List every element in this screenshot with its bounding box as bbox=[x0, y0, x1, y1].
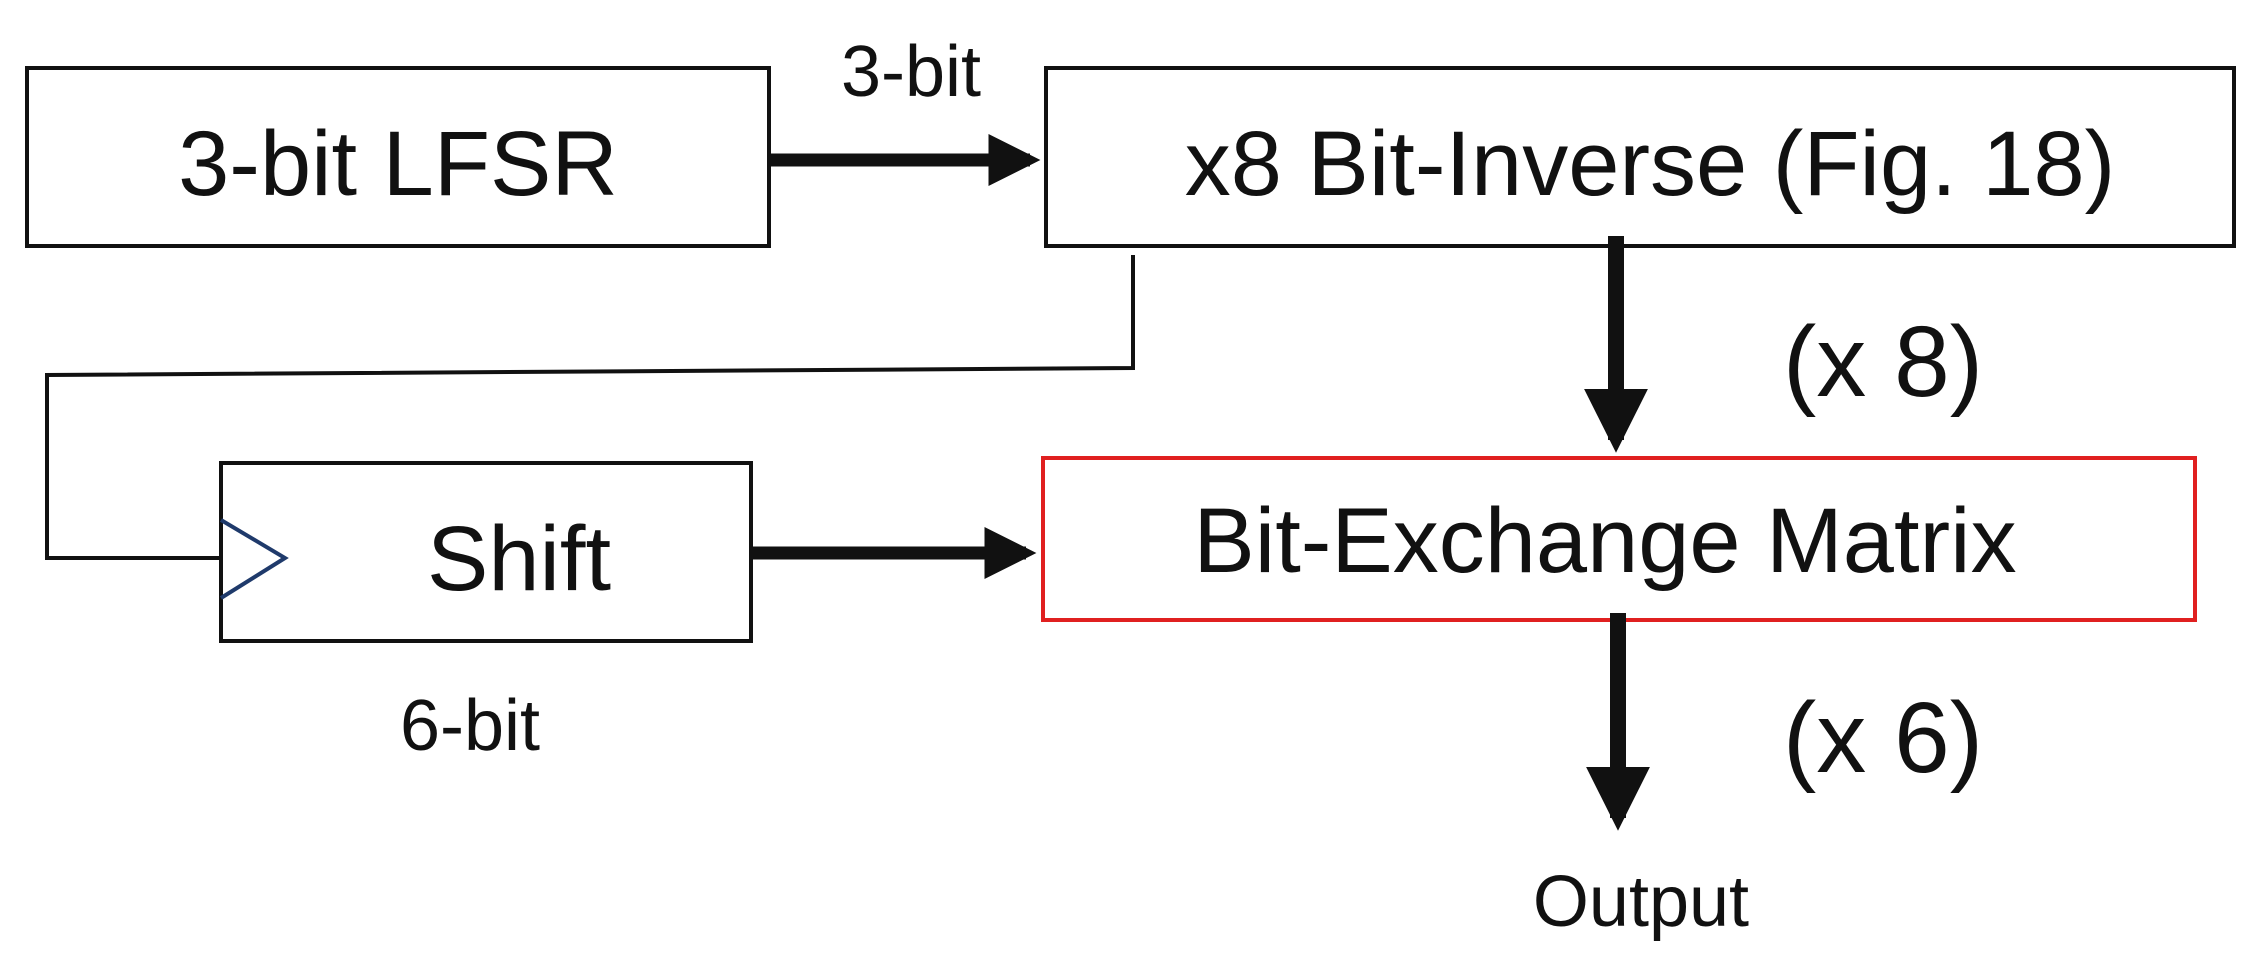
feedback-wire bbox=[45, 255, 1135, 560]
multiplier-x8-label: (x 8) bbox=[1783, 306, 1983, 418]
bit-inverse-block: x8 Bit-Inverse (Fig. 18) bbox=[1044, 66, 2236, 248]
lfsr-block: 3-bit LFSR bbox=[25, 66, 771, 248]
shift-block: Shift bbox=[219, 461, 753, 643]
multiplier-x6-label: (x 6) bbox=[1783, 682, 1983, 794]
bit-inverse-label: x8 Bit-Inverse (Fig. 18) bbox=[1185, 113, 2116, 215]
bit-exchange-matrix-label: Bit-Exchange Matrix bbox=[1193, 490, 2016, 592]
edge-label-3-bit: 3-bit bbox=[841, 32, 981, 112]
lfsr-label: 3-bit LFSR bbox=[178, 113, 618, 215]
bit-exchange-matrix-block: Bit-Exchange Matrix bbox=[1041, 456, 2197, 622]
edge-label-6-bit: 6-bit bbox=[400, 686, 540, 766]
output-label: Output bbox=[1533, 862, 1749, 942]
shift-label: Shift bbox=[427, 508, 611, 610]
clock-input-icon bbox=[219, 518, 289, 600]
